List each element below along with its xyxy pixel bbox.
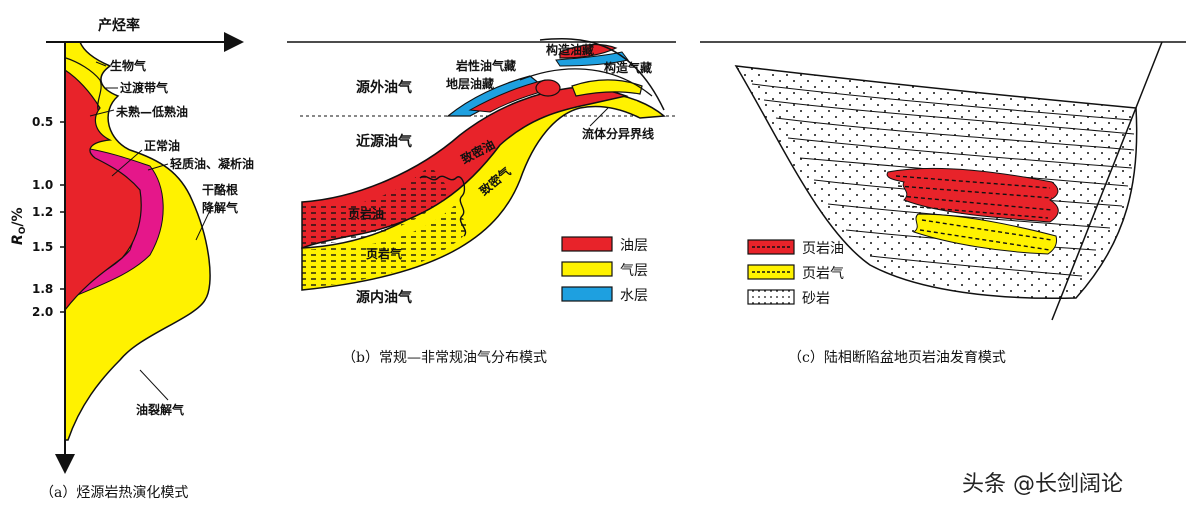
label-stratigraphic-oil: 地层油藏 xyxy=(446,76,494,91)
y-ticks: 0.5 1.0 1.2 1.5 1.8 2.0 xyxy=(32,115,65,319)
legend-label-gas: 气层 xyxy=(620,263,648,279)
legend-b: 油层 气层 水层 xyxy=(561,236,648,304)
caption-b: （b）常规—非常规油气分布模式 xyxy=(342,350,547,366)
legend-swatch-water xyxy=(561,286,613,302)
legend-swatch-shale-gas xyxy=(747,264,795,280)
legend-label-water: 水层 xyxy=(620,288,648,304)
shale-gas-lens xyxy=(912,213,1057,255)
label-structural-oil: 构造油藏 xyxy=(546,42,594,57)
label-kerogen-gas-line2: 降解气 xyxy=(202,200,238,215)
tick-label: 1.2 xyxy=(32,205,53,219)
label-lithologic-oil: 岩性油气藏 xyxy=(455,58,516,73)
tick-label: 1.0 xyxy=(32,178,53,192)
oil-body xyxy=(64,68,142,312)
tick-label: 1.5 xyxy=(32,240,53,254)
label-structural-gas: 构造气藏 xyxy=(604,60,652,75)
panel-c-rift-basin: 页岩油 页岩气 砂岩 （c）陆相断陷盆地页岩油发育模式 xyxy=(700,41,1186,366)
watermark: 头条 @长剑阔论 xyxy=(962,472,1123,497)
label-immature-oil: 未熟—低熟油 xyxy=(115,104,188,119)
label-shale-gas: 页岩气 xyxy=(366,246,402,261)
legend-swatch-sandstone xyxy=(747,289,795,305)
label-near-source: 近源油气 xyxy=(356,133,412,150)
y-axis-label: RO/% xyxy=(10,207,28,245)
tick-label: 0.5 xyxy=(32,115,53,129)
label-shale-oil: 页岩油 xyxy=(348,206,384,221)
label-biogas: 生物气 xyxy=(110,58,146,73)
label-transition-gas: 过渡带气 xyxy=(120,80,168,95)
shale-oil-lens xyxy=(886,167,1059,223)
label-normal-oil: 正常油 xyxy=(144,138,180,153)
label-light-oil: 轻质油、凝析油 xyxy=(170,156,254,171)
tick-label: 2.0 xyxy=(32,305,53,319)
legend-c: 页岩油 页岩气 砂岩 xyxy=(747,239,844,307)
legend-label-shale-oil: 页岩油 xyxy=(802,241,844,257)
structural-oil-trap xyxy=(559,43,618,59)
panel-b-conventional-unconventional: 源外油气 近源油气 源内油气 构造油藏 岩性油气藏 地层油藏 构造气藏 流体分异… xyxy=(287,38,676,366)
legend-label-sandstone: 砂岩 xyxy=(802,291,830,307)
legend-swatch-shale-oil xyxy=(747,239,795,255)
legend-label-oil: 油层 xyxy=(620,238,648,254)
lithologic-trap xyxy=(535,79,561,97)
structural-gas-trap xyxy=(571,79,643,97)
label-outside-source: 源外油气 xyxy=(356,79,412,96)
caption-a: （a）烃源岩热演化模式 xyxy=(40,485,188,501)
label-oil-cracking-gas: 油裂解气 xyxy=(136,402,184,417)
tick-label: 1.8 xyxy=(32,282,53,296)
caption-c: （c）陆相断陷盆地页岩油发育模式 xyxy=(788,350,1006,366)
x-axis-label: 产烃率 xyxy=(98,17,140,34)
panel-a-thermal-evolution: 产烃率 RO/% 0.5 1.0 1.2 1.5 1.8 2.0 xyxy=(10,17,254,501)
label-fluid-boundary: 流体分异界线 xyxy=(582,126,654,141)
label-kerogen-gas-line1: 干酪根 xyxy=(202,182,238,197)
label-inside-source: 源内油气 xyxy=(356,289,412,306)
legend-swatch-gas xyxy=(561,261,613,277)
legend-label-shale-gas: 页岩气 xyxy=(802,266,844,282)
legend-swatch-oil xyxy=(561,236,613,252)
